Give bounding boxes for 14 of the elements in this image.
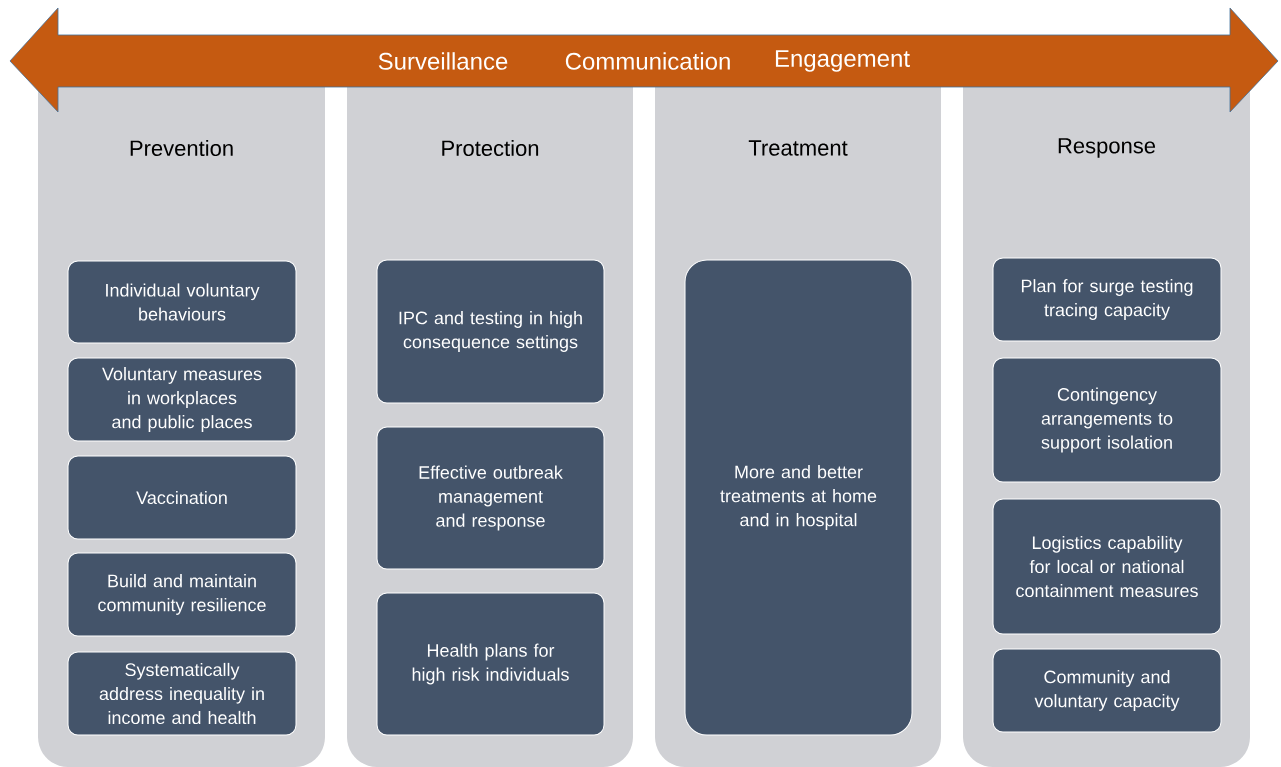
text-box: Individual voluntary behaviours bbox=[67, 260, 297, 344]
text-box: IPC and testing in high consequence settings bbox=[376, 259, 605, 404]
text-box: Voluntary measures in workplaces and public places bbox=[67, 357, 297, 442]
text-box: Build and maintain community resilience bbox=[67, 552, 297, 637]
text-box: Plan for surge testing tracing capacity bbox=[992, 257, 1222, 342]
text-box: Effective outbreak management and response bbox=[376, 426, 605, 570]
text-box: More and better treatments at home and in hospital bbox=[684, 259, 913, 736]
text-box: Logistics capability for local or national containment measures bbox=[992, 498, 1222, 635]
text-box: Community and voluntary capacity bbox=[992, 648, 1222, 733]
text-box: Systematically address inequality in income and health bbox=[67, 651, 297, 736]
text-box: Vaccination bbox=[67, 455, 297, 540]
text-box: Contingency arrangements to support isolation bbox=[992, 357, 1222, 483]
text-box: Health plans for high risk individuals bbox=[376, 592, 605, 736]
double-arrow-band: Surveillance Communication Engagement bbox=[9, 7, 1279, 113]
